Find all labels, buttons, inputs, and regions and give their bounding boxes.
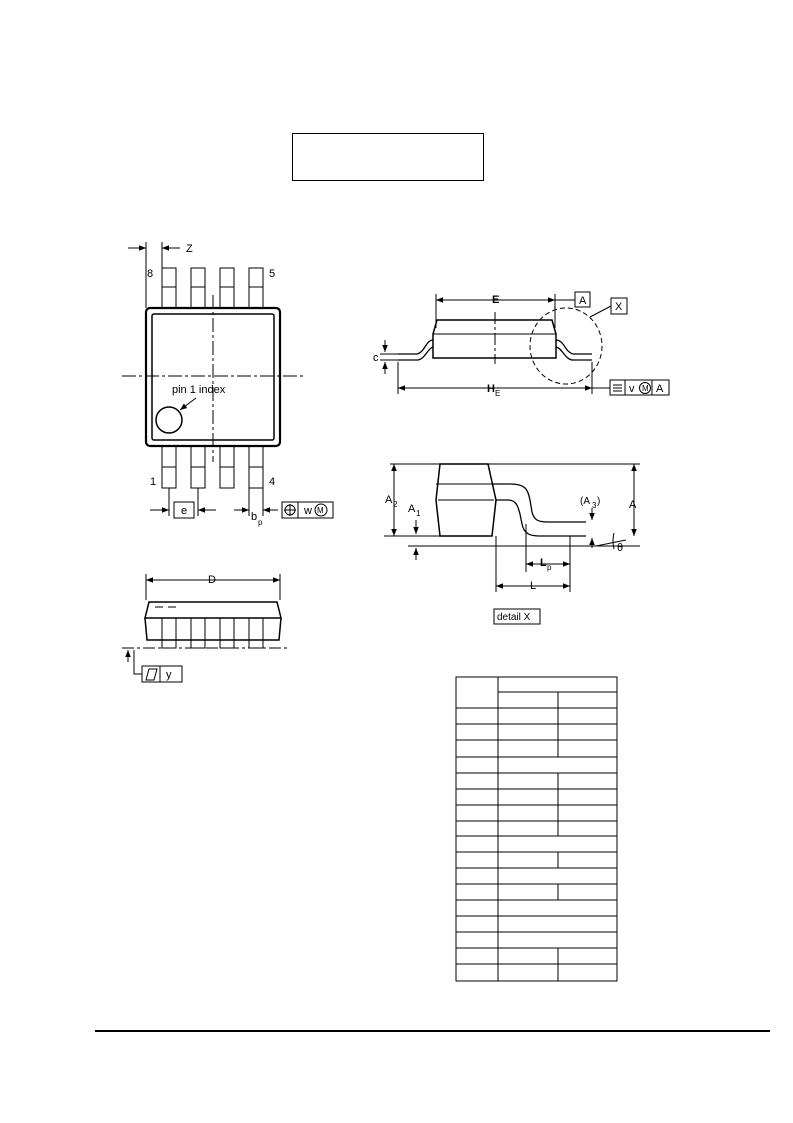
detail-view-labels: A 2 A 1 (A 3 ) A θ L p L detail X [385, 494, 637, 623]
detail-marker-x: X [615, 301, 623, 313]
detail-view [384, 463, 640, 625]
footer-rule [95, 1030, 770, 1032]
pin-1-label: 1 [150, 476, 156, 488]
side-view-labels: E A X c H E v M A [373, 294, 664, 398]
label-l: L [530, 580, 536, 592]
label-a2: A [385, 494, 393, 506]
label-a1: A [408, 503, 416, 515]
label-e-body: E [492, 294, 499, 306]
label-e-pitch: e [181, 505, 187, 517]
label-lp: L [540, 557, 547, 569]
label-b-sub: p [258, 518, 263, 527]
pin-4-label: 4 [269, 476, 275, 488]
top-leads [161, 267, 264, 309]
label-a1-sub: 1 [416, 509, 421, 518]
label-b: b [251, 511, 257, 523]
label-h: H [487, 383, 495, 395]
pin1-index-circle [155, 406, 183, 434]
side-view [380, 291, 670, 396]
tol-m-top: M [317, 506, 324, 515]
label-a2-sub: 2 [393, 500, 398, 509]
detail-body-section [435, 463, 497, 537]
label-z: Z [186, 243, 193, 255]
label-h-sub: E [495, 389, 500, 398]
tol-w: w [303, 505, 312, 517]
label-y: y [166, 669, 172, 681]
top-view-labels: Z 8 5 1 4 pin 1 index e b p w M [147, 243, 324, 527]
package-side-body [144, 601, 282, 619]
detail-caption: detail X [497, 612, 531, 623]
front-view [122, 574, 290, 683]
label-a3-close: ) [597, 496, 600, 507]
label-d: D [208, 574, 216, 586]
dimensions-table [455, 676, 618, 982]
top-view [122, 242, 334, 519]
label-lp-sub: p [547, 563, 552, 572]
front-view-labels: D y [166, 574, 216, 681]
pin1-index-label: pin 1 index [172, 384, 226, 396]
tol-m-side: M [642, 384, 649, 393]
pin-8-label: 8 [147, 268, 153, 280]
label-theta: θ [617, 542, 623, 554]
datum-a: A [579, 295, 587, 307]
label-a3: (A [580, 496, 590, 507]
front-leads [161, 617, 264, 649]
title-box [292, 133, 484, 181]
label-a-total: A [629, 499, 637, 511]
tol-v: v [629, 383, 635, 395]
tol-a: A [656, 383, 664, 395]
label-c: c [373, 352, 379, 364]
pin-5-label: 5 [269, 268, 275, 280]
label-a3-sub: 3 [592, 501, 597, 510]
